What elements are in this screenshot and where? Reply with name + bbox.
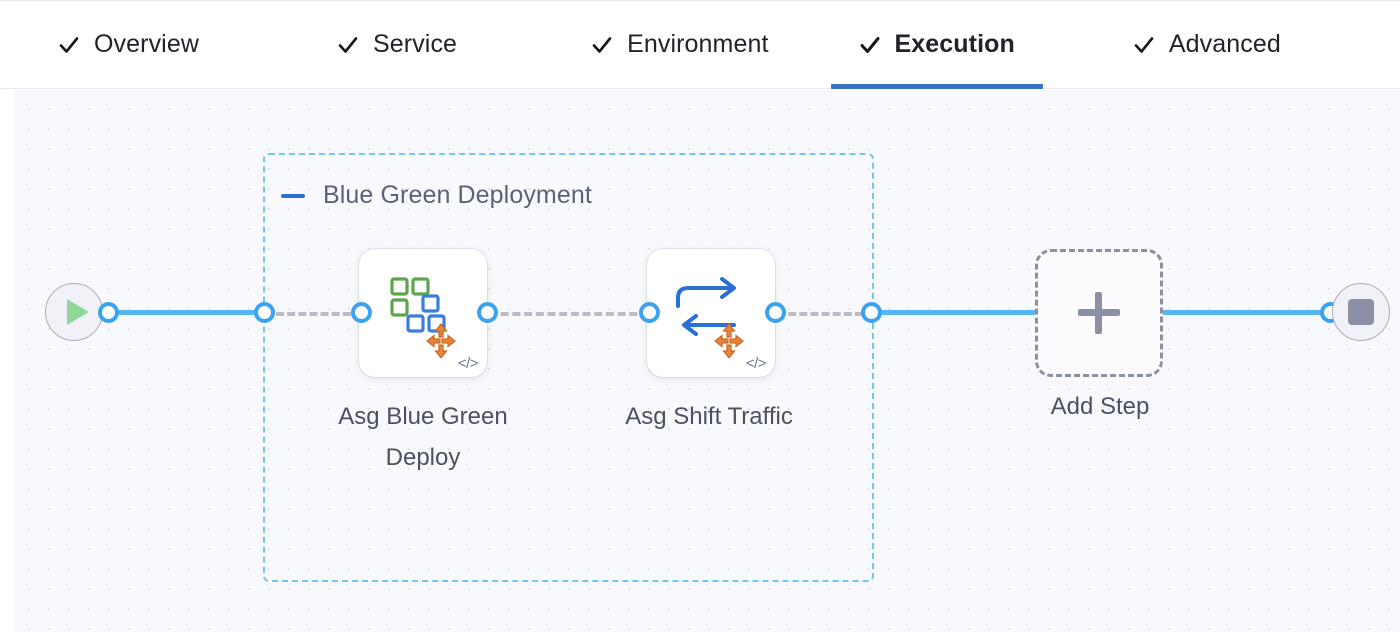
- tab-execution[interactable]: Execution: [830, 0, 1043, 89]
- check-icon: [591, 34, 613, 56]
- asg-shift-traffic-icon: [666, 268, 756, 359]
- wizard-tab-bar: Overview Service Environment Execution: [0, 0, 1400, 89]
- connector-group-to-add-step: [874, 310, 1040, 315]
- connector-add-step-to-end: [1160, 310, 1326, 315]
- check-icon: [1133, 34, 1155, 56]
- active-tab-underline: [830, 84, 1043, 89]
- canvas-layer: Blue Green Deployment: [14, 90, 1400, 632]
- step-node-asg-blue-green-deploy[interactable]: </>: [359, 249, 487, 377]
- stage-group-blue-green-deployment[interactable]: Blue Green Deployment: [263, 153, 874, 582]
- stop-icon: [1348, 299, 1374, 325]
- stage-group-output-port[interactable]: [861, 302, 882, 323]
- tab-overview[interactable]: Overview: [30, 0, 227, 89]
- tab-environment[interactable]: Environment: [563, 0, 796, 89]
- step-2-output-port[interactable]: [765, 302, 786, 323]
- tab-advanced[interactable]: Advanced: [1105, 0, 1309, 89]
- plus-icon: [1078, 292, 1120, 334]
- step-2-label: Asg Shift Traffic: [625, 403, 793, 430]
- stage-group-header[interactable]: Blue Green Deployment: [281, 181, 592, 210]
- start-node[interactable]: [45, 283, 103, 341]
- connector-step2-to-group-out: [777, 312, 863, 316]
- tab-label: Overview: [94, 30, 199, 58]
- step-node-asg-shift-traffic[interactable]: </>: [647, 249, 775, 377]
- code-badge-icon: </>: [457, 355, 479, 372]
- stage-group-input-port[interactable]: [254, 302, 275, 323]
- tab-label: Service: [373, 30, 458, 58]
- connector-step1-to-step2: [489, 312, 649, 316]
- check-icon: [58, 34, 80, 56]
- step-1-input-port[interactable]: [351, 302, 372, 323]
- step-1-output-port[interactable]: [477, 302, 498, 323]
- play-icon: [66, 299, 89, 325]
- step-1-label: Asg Blue Green Deploy: [338, 403, 508, 472]
- tab-service[interactable]: Service: [309, 0, 485, 89]
- pipeline-canvas[interactable]: Blue Green Deployment: [14, 90, 1400, 632]
- start-node-output-port[interactable]: [98, 302, 119, 323]
- tab-label: Execution: [894, 30, 1015, 58]
- step-2-input-port[interactable]: [639, 302, 660, 323]
- check-icon: [337, 34, 359, 56]
- minus-icon[interactable]: [281, 193, 305, 198]
- stage-group-title: Blue Green Deployment: [323, 181, 592, 209]
- tab-label: Environment: [627, 30, 769, 58]
- end-node[interactable]: [1332, 283, 1390, 341]
- tab-label: Advanced: [1168, 30, 1281, 58]
- connector-start-to-group: [108, 310, 266, 315]
- check-icon: [859, 34, 881, 56]
- connector-group-in-to-step1: [276, 312, 362, 316]
- code-badge-icon: </>: [745, 355, 767, 372]
- asg-blue-green-deploy-icon: [378, 268, 468, 359]
- add-step-label: Add Step: [1050, 393, 1150, 420]
- add-step-button[interactable]: [1035, 249, 1163, 377]
